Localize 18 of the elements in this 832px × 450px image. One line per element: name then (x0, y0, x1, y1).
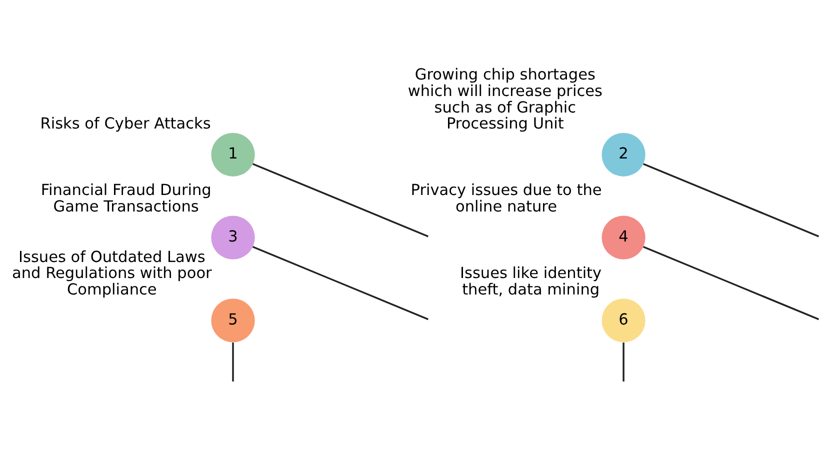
connector (232, 342, 234, 382)
connector (252, 163, 429, 238)
connector (643, 246, 820, 320)
node-label: Risks of Cyber Attacks (40, 114, 211, 133)
node-circle: 3 (211, 216, 255, 260)
node-circle: 4 (602, 216, 646, 260)
connector (643, 163, 820, 238)
node-circle: 2 (602, 132, 646, 176)
node-label: Issues of Outdated Laws and Regulations with poor Compliance (12, 248, 212, 298)
node-label: Issues like identity theft, data mining (460, 264, 602, 298)
node-circle: 5 (211, 298, 255, 342)
node-label: Financial Fraud During Game Transactions (40, 181, 212, 216)
connector (252, 246, 429, 320)
node-circle: 1 (211, 132, 255, 176)
connector (622, 342, 624, 382)
node-circle: 6 (602, 298, 646, 342)
node-label: Privacy issues due to the online nature (410, 181, 602, 216)
node-label: Growing chip shortages which will increase prices such as of Graphic Processing Unit (408, 66, 602, 133)
